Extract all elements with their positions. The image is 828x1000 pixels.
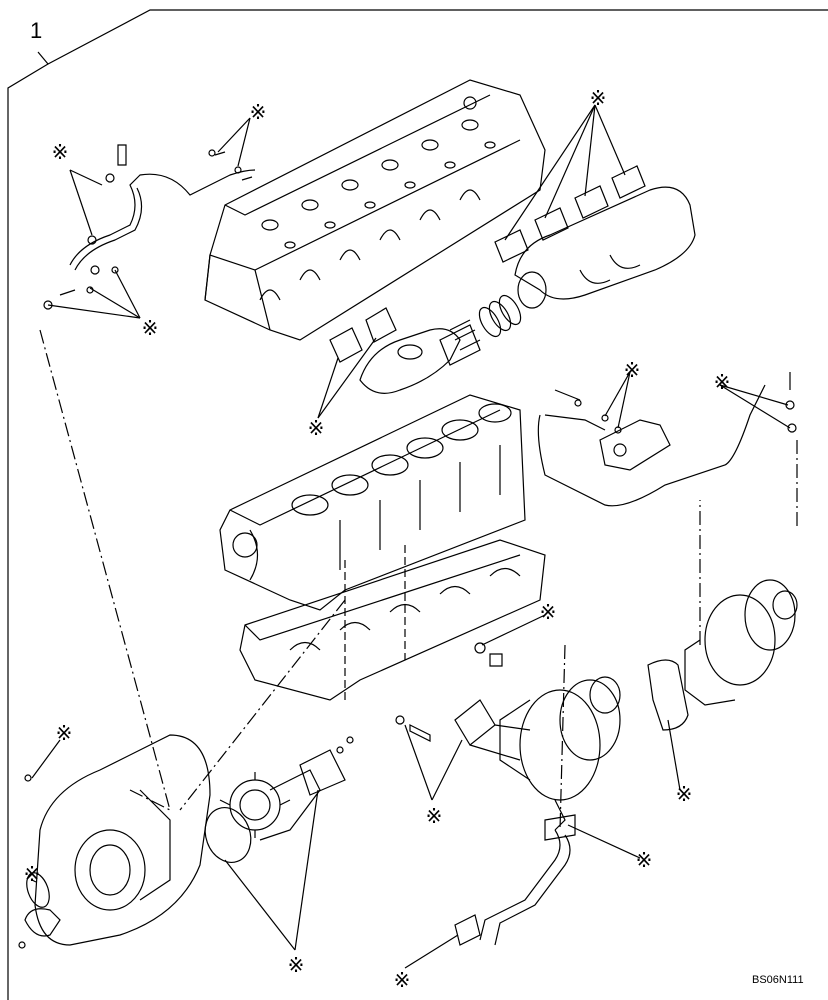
misc-fittings [396,643,502,741]
turbocharger [455,677,620,830]
cylinder-block [220,395,545,700]
callout-marker: ※ [141,316,159,340]
callout-marker: ※ [713,370,731,394]
callout-marker: ※ [307,416,325,440]
drawing-code: BS06N111 [752,974,804,986]
leader-lines [40,330,797,830]
callout-marker: ※ [539,600,557,624]
drain-pipe [455,815,575,945]
callout-marker: ※ [249,100,267,124]
callout-marker: ※ [589,86,607,110]
kit-bracket [8,10,828,1000]
turbocharger-rear [648,580,797,730]
callout-marker: ※ [51,140,69,164]
callout-marker: ※ [55,721,73,745]
water-pump [198,737,353,869]
callout-marker: ※ [635,848,653,872]
ref-number: 1 [30,18,43,43]
intake-elbow [330,308,480,393]
callout-lines [32,105,790,968]
exhaust-manifold [495,166,695,308]
oil-pipe-right [538,372,796,506]
callout-marker: ※ [425,804,443,828]
seal-rings [475,292,525,340]
callout-marker: ※ [287,953,305,977]
callout-marker: ※ [23,862,41,886]
callout-marker: ※ [623,358,641,382]
callout-marker: ※ [675,782,693,806]
oil-pipe-upper [44,145,255,309]
flywheel-housing [19,735,210,948]
cylinder-head [205,80,545,340]
callout-marker: ※ [393,968,411,992]
